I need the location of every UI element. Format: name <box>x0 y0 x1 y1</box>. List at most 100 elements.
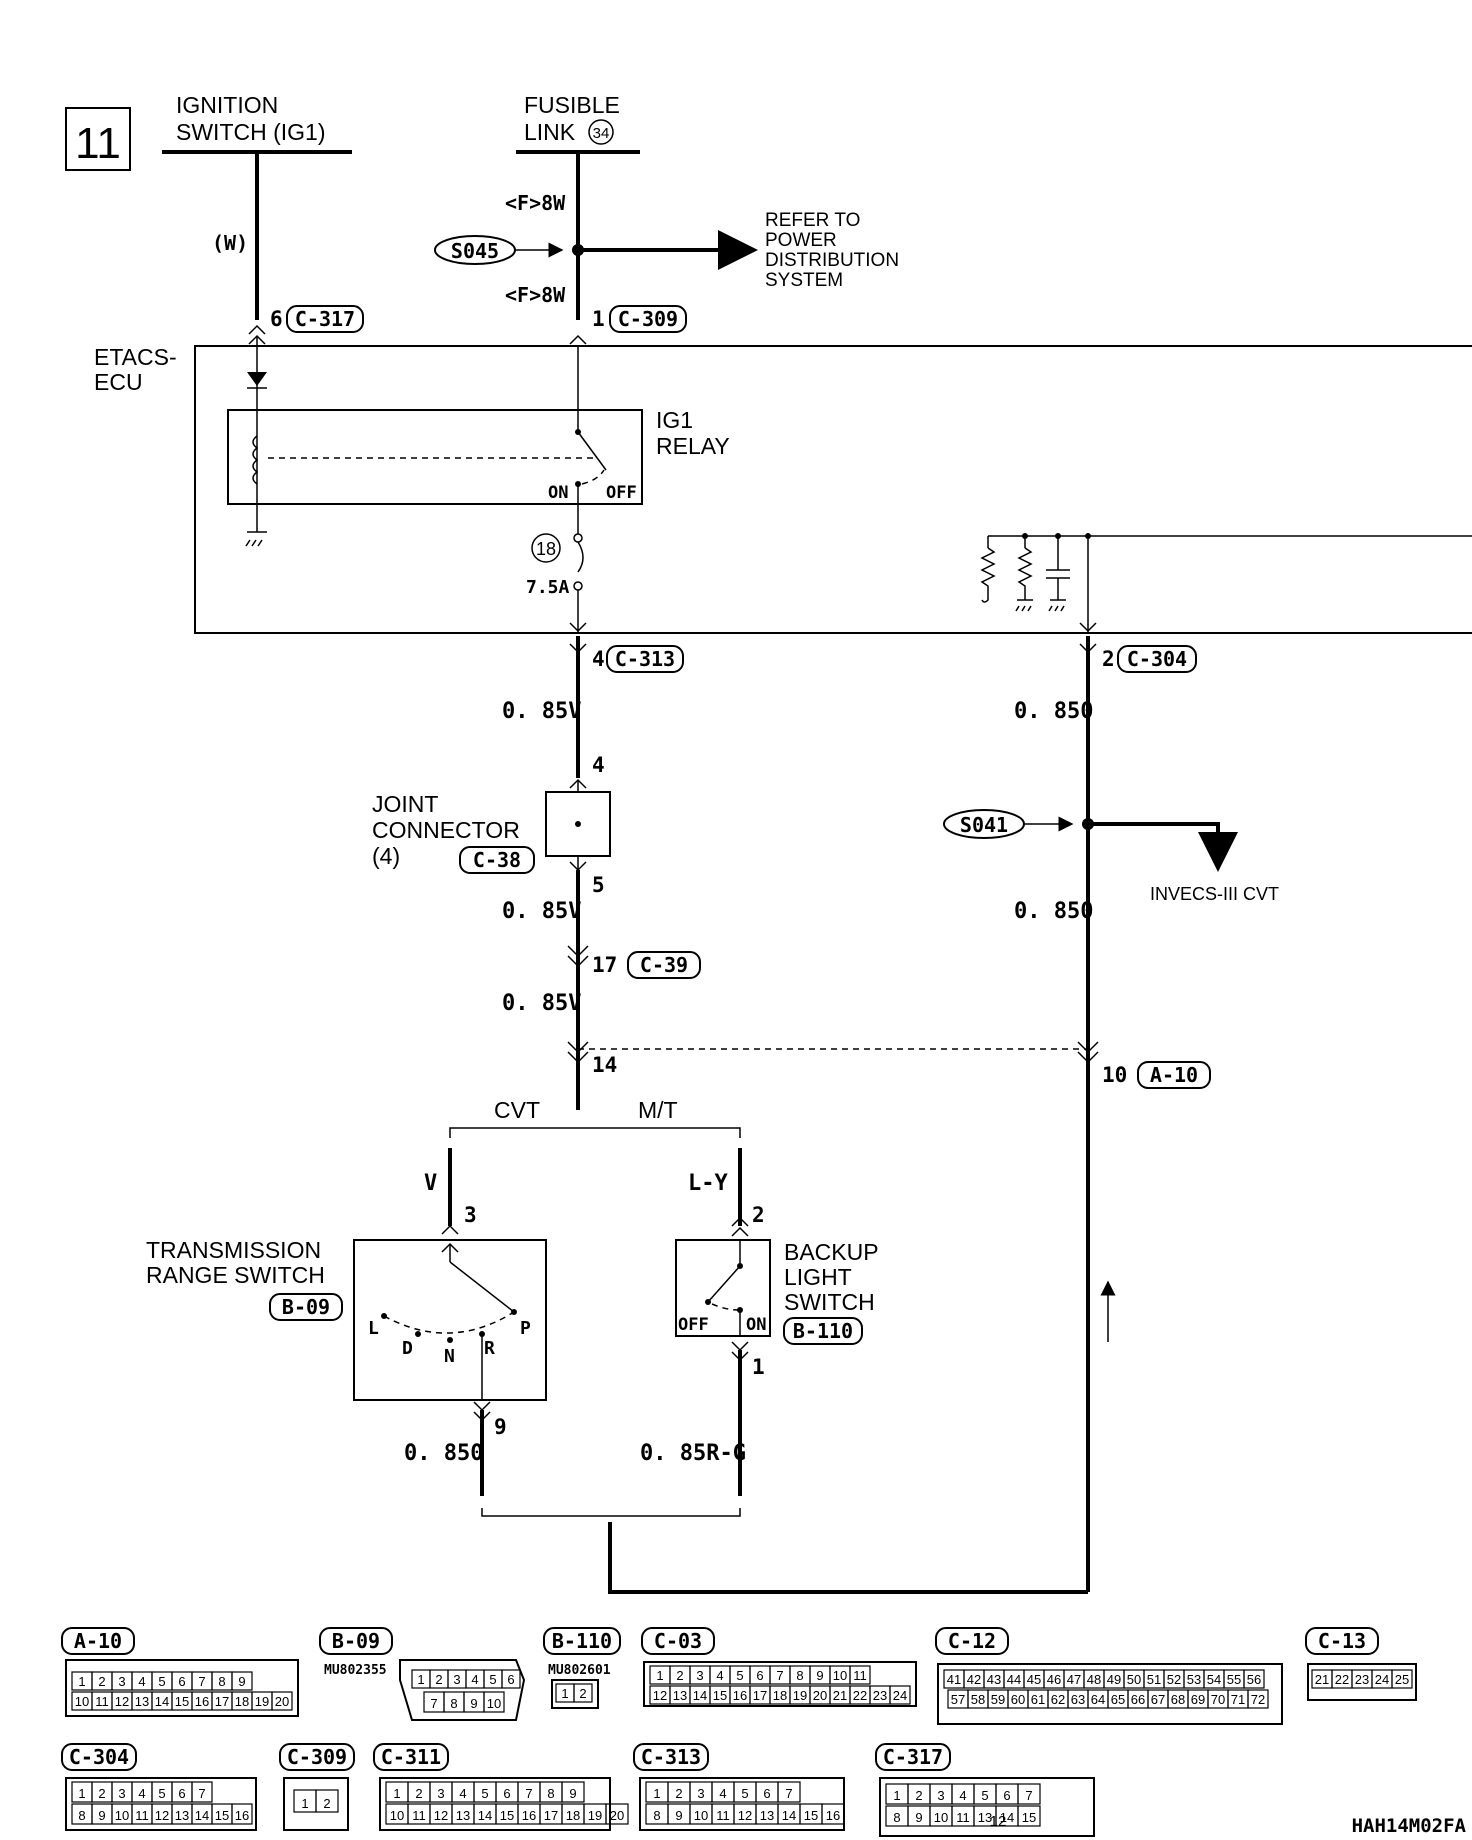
trs-contact <box>449 1261 515 1313</box>
fusible-link-number: 34 <box>593 125 610 142</box>
legend-c313-pin: 1 <box>653 1786 660 1801</box>
legend-c311-pin: 3 <box>437 1786 444 1801</box>
legend-b09-pin: 6 <box>507 1672 514 1687</box>
legend-c313-pin: 15 <box>804 1808 818 1823</box>
legend-c313-label: C-313 <box>641 1745 701 1769</box>
wire-v: V <box>424 1171 437 1196</box>
bottom-bracket <box>481 1508 741 1517</box>
legend-c313-pin: 7 <box>785 1786 792 1801</box>
legend-c311-cell <box>605 1803 629 1825</box>
legend-c03-pin: 24 <box>893 1688 907 1703</box>
legend-a10-label: A-10 <box>74 1629 122 1653</box>
pin-2b: 2 <box>752 1203 765 1227</box>
wire-color-w: (W) <box>212 231 248 255</box>
etacs-ecu-box <box>194 345 1472 634</box>
legend-c12-badge <box>935 1627 1009 1655</box>
legend-c12-pin: 60 <box>1011 1692 1025 1707</box>
legend-c12-pin: 58 <box>971 1692 985 1707</box>
splice-s045-badge <box>434 235 516 265</box>
legend-c311-pin: 1 <box>393 1786 400 1801</box>
invecs-arrow <box>1088 822 1238 872</box>
legend-b110-label: B-110 <box>552 1629 612 1653</box>
connector-c309-badge <box>609 305 687 333</box>
legend-a10-pin: 4 <box>138 1674 145 1689</box>
legend-c311-pin: 18 <box>566 1808 580 1823</box>
legend-c311-pin: 8 <box>547 1786 554 1801</box>
trs-name-1: TRANSMISSION <box>146 1237 321 1263</box>
splice-s041-badge <box>943 809 1025 839</box>
legend-c317-pin: 10 <box>934 1810 948 1825</box>
resistor-icon-2 <box>1017 547 1033 600</box>
legend-c03-pin: 22 <box>853 1688 867 1703</box>
legend-c12-pin: 43 <box>987 1672 1001 1687</box>
relay-label-1: IG1 <box>656 407 693 433</box>
legend-c12-pin: 59 <box>991 1692 1005 1707</box>
legend-b09-pin: 1 <box>417 1672 424 1687</box>
legend-c317-cell <box>1017 1783 1041 1805</box>
pin-4a: 4 <box>592 647 605 671</box>
legend-c13-label: C-13 <box>1318 1629 1366 1653</box>
legend-c03-pin: 7 <box>776 1668 783 1683</box>
connector-b110-label: B-110 <box>793 1319 853 1343</box>
legend-c317-pin: 7 <box>1025 1788 1032 1803</box>
legend-c13-badge <box>1305 1627 1379 1655</box>
legend-c317-pin: 14 <box>1000 1810 1014 1825</box>
legend-a10-pin: 14 <box>155 1694 169 1709</box>
legend-c317-pin: 8 <box>893 1810 900 1825</box>
legend-c13-pin: 24 <box>1375 1672 1389 1687</box>
legend-c313-pin: 9 <box>675 1808 682 1823</box>
resistor-icon-1 <box>980 547 996 603</box>
legend-c304-pin: 10 <box>115 1808 129 1823</box>
legend-a10-pin: 12 <box>115 1694 129 1709</box>
legend-c03-pin: 19 <box>793 1688 807 1703</box>
legend-a10-pin: 6 <box>178 1674 185 1689</box>
fusible-link-label-2: LINK <box>524 119 576 145</box>
legend-c317-pin: 2 <box>915 1788 922 1803</box>
legend-a10-pin: 1 <box>78 1674 85 1689</box>
legend-c313-badge <box>633 1743 709 1771</box>
legend-c311-pin: 20 <box>610 1808 624 1823</box>
legend-b09-label: B-09 <box>332 1629 380 1653</box>
legend-c12-cell <box>1243 1669 1265 1689</box>
wire-v085-2: 0. 85V <box>502 899 581 924</box>
fusible-link-label-1: FUSIBLE <box>524 92 620 118</box>
legend-c12-pin: 64 <box>1091 1692 1105 1707</box>
legend-c03-cell <box>849 1665 871 1685</box>
legend-c317-pin: 9 <box>915 1810 922 1825</box>
pin-17: 17 <box>592 953 617 977</box>
legend-c313-cell <box>777 1781 801 1803</box>
trs-pos-n: N <box>444 1346 455 1367</box>
legend-c13-pin: 23 <box>1355 1672 1369 1687</box>
legend-c304-pin: 1 <box>78 1786 85 1801</box>
legend-c12-pin: 67 <box>1151 1692 1165 1707</box>
legend-c304-pin: 11 <box>135 1808 149 1823</box>
legend-c03-pin: 17 <box>753 1688 767 1703</box>
wire-o085-3: 0. 850 <box>404 1441 483 1466</box>
diode-icon <box>247 372 267 386</box>
legend-c313-pin: 11 <box>716 1808 730 1823</box>
pin-3: 3 <box>464 1203 477 1227</box>
legend-c12-pin: 50 <box>1127 1672 1141 1687</box>
legend-c311-pin: 13 <box>456 1808 470 1823</box>
legend-c03-pin: 13 <box>673 1688 687 1703</box>
wire-o085-1: 0. 850 <box>1014 699 1093 724</box>
legend-c311-pin: 2 <box>415 1786 422 1801</box>
legend-c03-cell <box>889 1685 911 1705</box>
ignition-switch-label-1: IGNITION <box>176 92 278 118</box>
wire-f8w-bot: <F>8W <box>505 283 566 307</box>
legend-c304-cell <box>191 1781 213 1803</box>
legend-a10-pin: 2 <box>98 1674 105 1689</box>
legend-c311-pin: 15 <box>500 1808 514 1823</box>
relay-on: ON <box>548 483 568 503</box>
legend-b09-cell <box>501 1669 521 1689</box>
branch-cvt: CVT <box>494 1097 540 1123</box>
wire-f8w-top: <F>8W <box>505 191 566 215</box>
connector-b09-badge <box>269 1293 343 1321</box>
legend-c12-pin: 46 <box>1047 1672 1061 1687</box>
legend-c304-pin: 2 <box>98 1786 105 1801</box>
trs-pos-d: D <box>402 1338 413 1359</box>
bls-contact <box>707 1265 741 1303</box>
legend-c12-pin: 52 <box>1167 1672 1181 1687</box>
connector-c38-badge <box>459 846 535 874</box>
